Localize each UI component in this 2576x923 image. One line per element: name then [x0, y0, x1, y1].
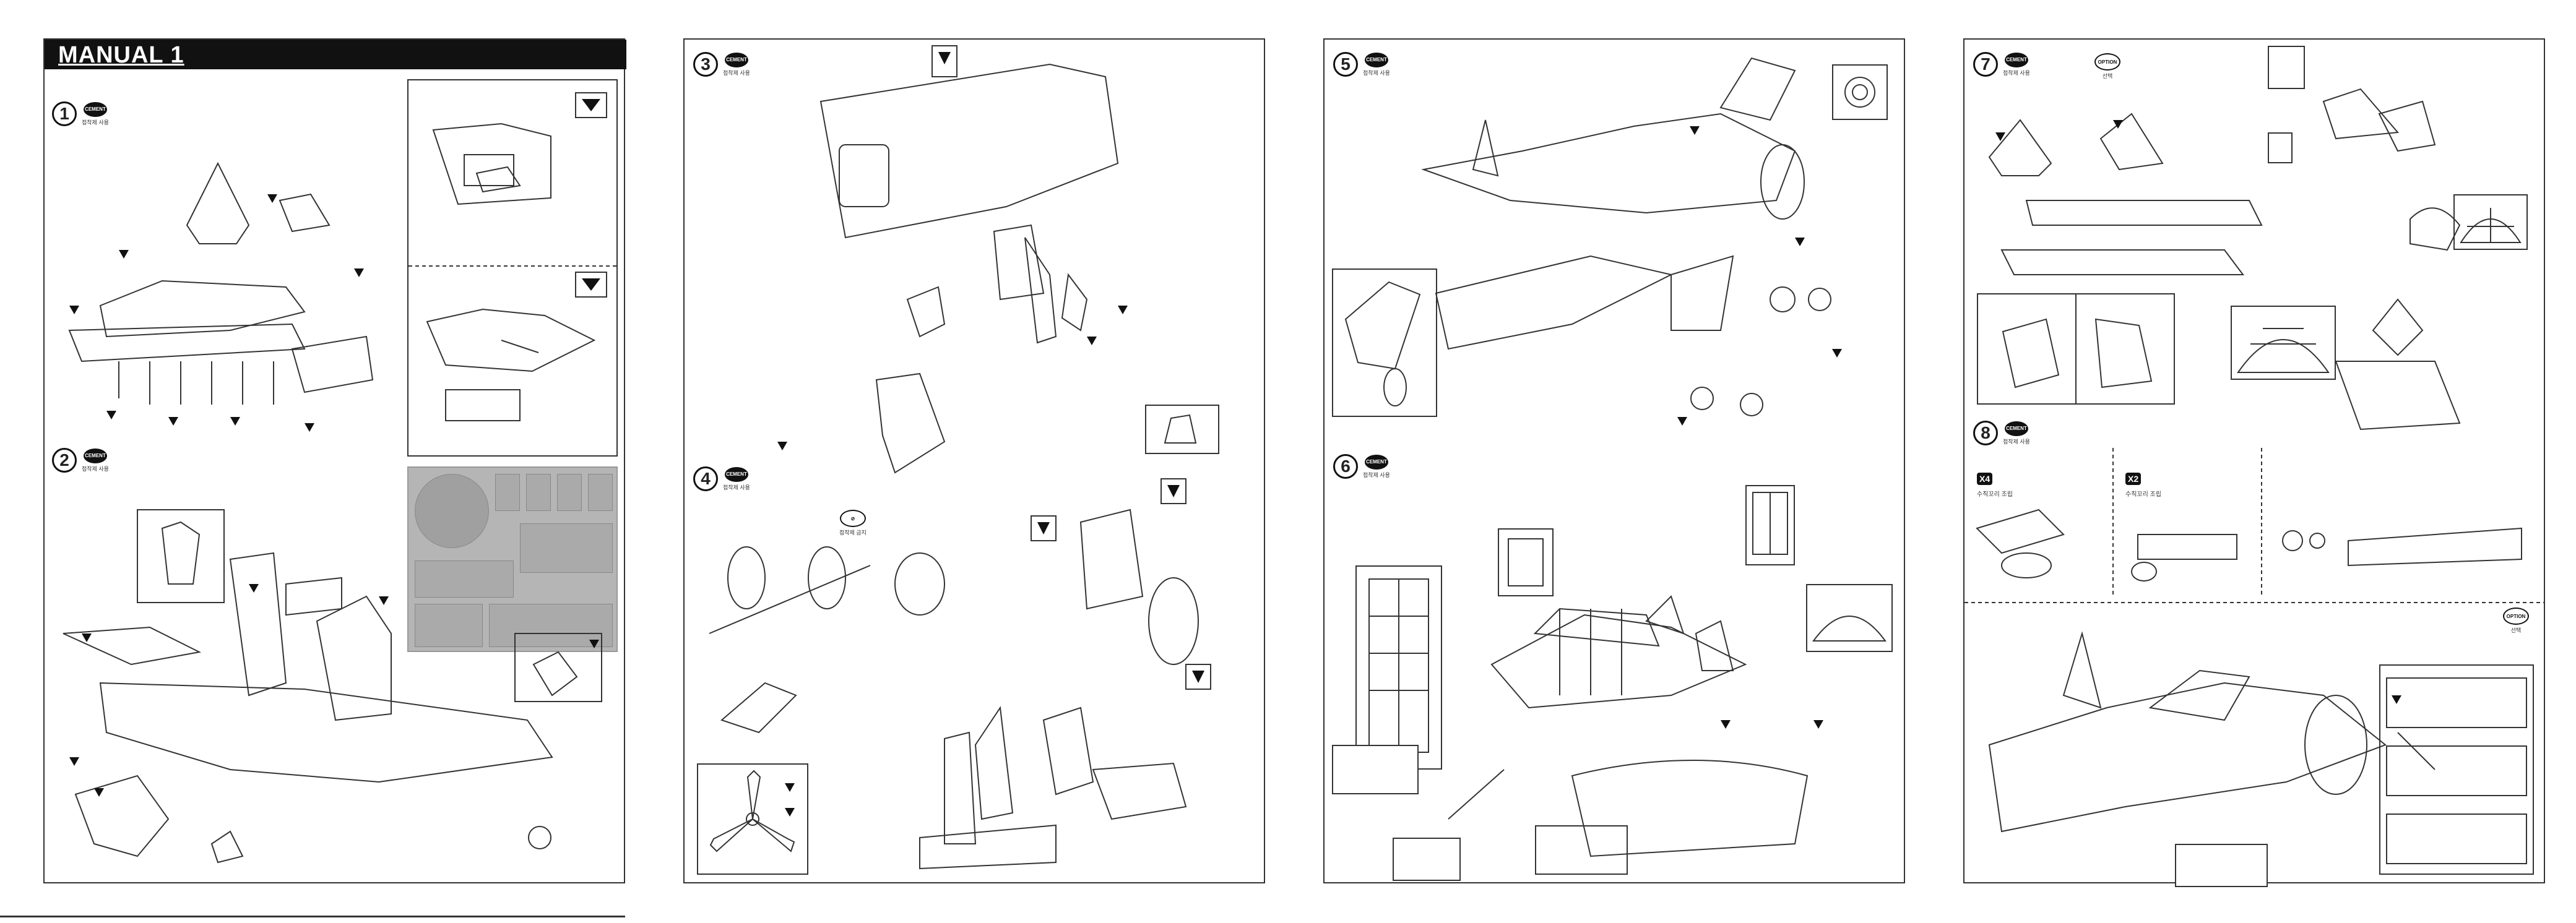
steps-7-8-drawing — [1964, 40, 2544, 882]
steps-5-6-drawing — [1325, 40, 1904, 882]
manual-page-3: 5 CEMENT 접착제 사용 6 CEMENT 접착제 사용 — [1323, 38, 1905, 883]
manual-page-2: 3 CEMENT 접착제 사용 4 CEMENT 접착제 사용 ⊘ 접착제 금지 — [683, 38, 1265, 883]
manual-page-4: 7 CEMENT 접착제 사용 OPTION 선택 8 CEMENT 접착제 사… — [1963, 38, 2545, 883]
footer-rule — [0, 916, 625, 917]
steps-3-4-drawing — [685, 40, 1264, 882]
manual-page-1: MANUAL 1 1 CEMENT 접착제 사용 2 CEMENT 접착제 사용 — [43, 38, 625, 883]
steps-1-2-drawing — [45, 40, 624, 882]
